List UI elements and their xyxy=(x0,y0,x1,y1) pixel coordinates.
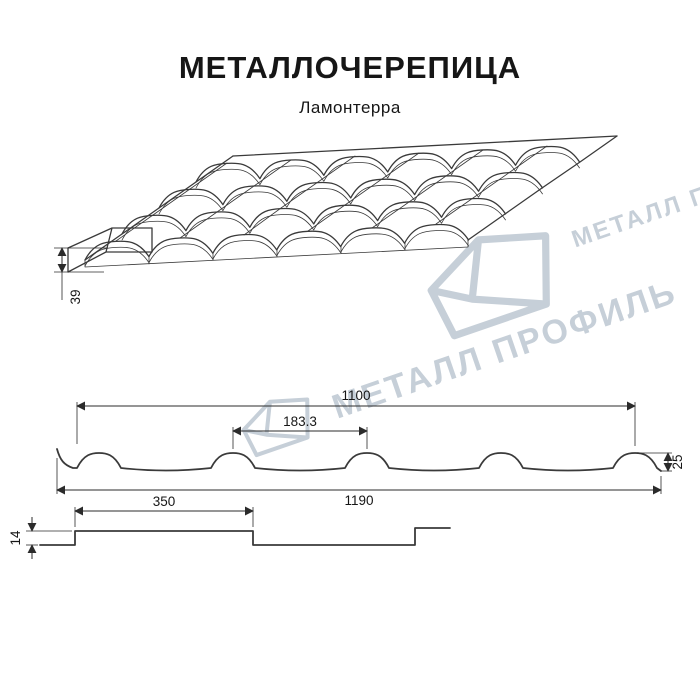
watermark-text: МЕТАЛЛ ПРОФИЛЬ xyxy=(568,141,700,253)
dimension-350: 350 xyxy=(74,494,254,527)
dimension-label-25: 25 xyxy=(670,454,685,469)
dimension-39: 39 xyxy=(54,247,108,305)
dimension-label-1100: 1100 xyxy=(341,388,370,403)
dimension-label-183-3: 183.3 xyxy=(283,414,317,429)
dimension-label-39: 39 xyxy=(68,289,83,304)
page-subtitle: Ламонтерра xyxy=(299,98,401,117)
watermark-text: МЕТАЛЛ ПРОФИЛЬ xyxy=(327,273,681,427)
dimension-1190: 1190 xyxy=(56,458,662,508)
dimension-label-350: 350 xyxy=(153,494,176,509)
eaves-strip xyxy=(67,227,153,273)
eaves-edge xyxy=(84,239,469,268)
dimension-14: 14 xyxy=(8,517,72,559)
profile-curve xyxy=(56,448,662,472)
dimension-label-1190: 1190 xyxy=(344,493,373,508)
dimension-183-3: 183.3 xyxy=(232,414,368,449)
dimension-label-14: 14 xyxy=(8,530,23,546)
step-profile-curve xyxy=(39,527,451,546)
dimension-25: 25 xyxy=(637,452,685,472)
lengthwise-step-profile: 350 14 xyxy=(8,494,451,559)
profile-cross-section: 1100 183.3 25 1190 xyxy=(56,388,685,508)
sheet-left-edge xyxy=(84,155,234,261)
roof-perspective-drawing xyxy=(67,135,618,273)
sheet-right-edge xyxy=(467,135,618,241)
page-title: МЕТАЛЛОЧЕРЕПИЦА xyxy=(178,50,522,85)
sheet-back-edge xyxy=(232,135,618,157)
dimension-1100: 1100 xyxy=(76,388,636,446)
